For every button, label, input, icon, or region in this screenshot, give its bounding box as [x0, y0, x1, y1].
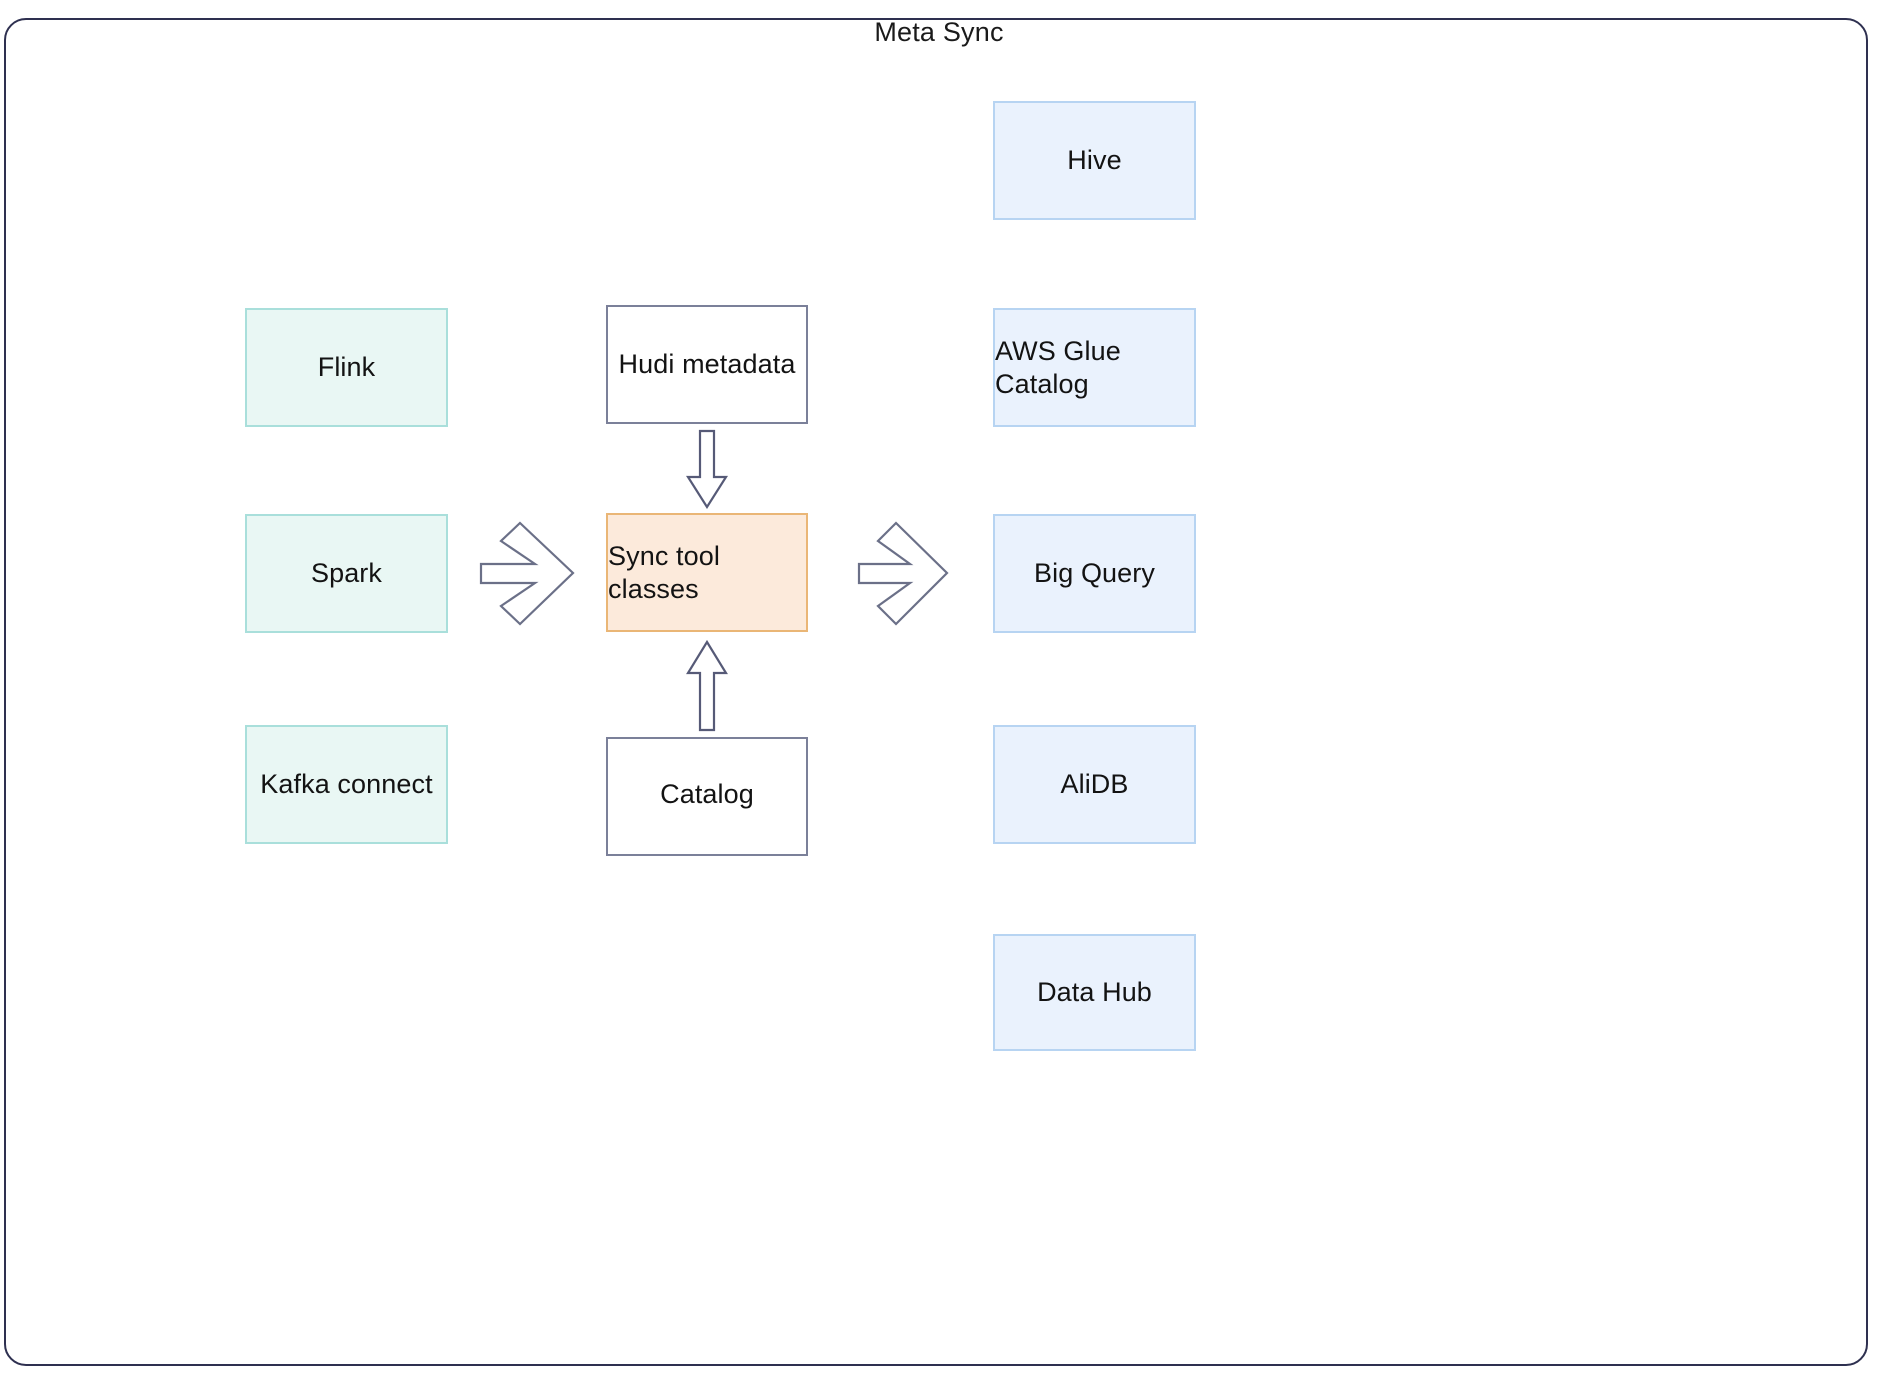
node-kafka-connect[interactable]: Kafka connect [245, 725, 448, 844]
node-label-flink: Flink [317, 352, 376, 383]
chevron-arrow-right-icon [479, 521, 575, 626]
connector-sources-to-sync [479, 521, 575, 626]
connector-catalog-to-sync [686, 639, 728, 732]
block-arrow-up-icon [686, 639, 728, 732]
node-label-alidb: AliDB [1060, 769, 1129, 800]
node-catalog[interactable]: Catalog [606, 737, 808, 856]
connector-hudi-to-sync [686, 429, 728, 510]
node-big-query[interactable]: Big Query [993, 514, 1196, 633]
diagram-title: Meta Sync [874, 17, 1004, 47]
node-label-hive: Hive [1067, 145, 1122, 176]
node-label-sync-tool-classes: Sync tool classes [608, 541, 720, 604]
node-spark[interactable]: Spark [245, 514, 448, 633]
node-label-hudi-metadata: Hudi metadata [618, 349, 796, 380]
node-label-kafka-connect: Kafka connect [260, 769, 433, 800]
node-label-data-hub: Data Hub [1037, 977, 1152, 1008]
node-hive[interactable]: Hive [993, 101, 1196, 220]
node-aws-glue-catalog[interactable]: AWS Glue Catalog [993, 308, 1196, 427]
node-alidb[interactable]: AliDB [993, 725, 1196, 844]
chevron-arrow-right-icon [857, 521, 949, 626]
node-hudi-metadata[interactable]: Hudi metadata [606, 305, 808, 424]
connector-sync-to-sinks [857, 521, 949, 626]
node-label-big-query: Big Query [1034, 558, 1155, 589]
node-label-catalog: Catalog [660, 779, 754, 809]
diagram-frame [4, 18, 1868, 1366]
node-data-hub[interactable]: Data Hub [993, 934, 1196, 1051]
node-flink[interactable]: Flink [245, 308, 448, 427]
node-label-spark: Spark [310, 558, 383, 589]
block-arrow-down-icon [686, 429, 728, 510]
node-sync-tool-classes[interactable]: Sync tool classes [606, 513, 808, 632]
node-label-aws-glue-catalog: AWS Glue Catalog [995, 336, 1121, 399]
